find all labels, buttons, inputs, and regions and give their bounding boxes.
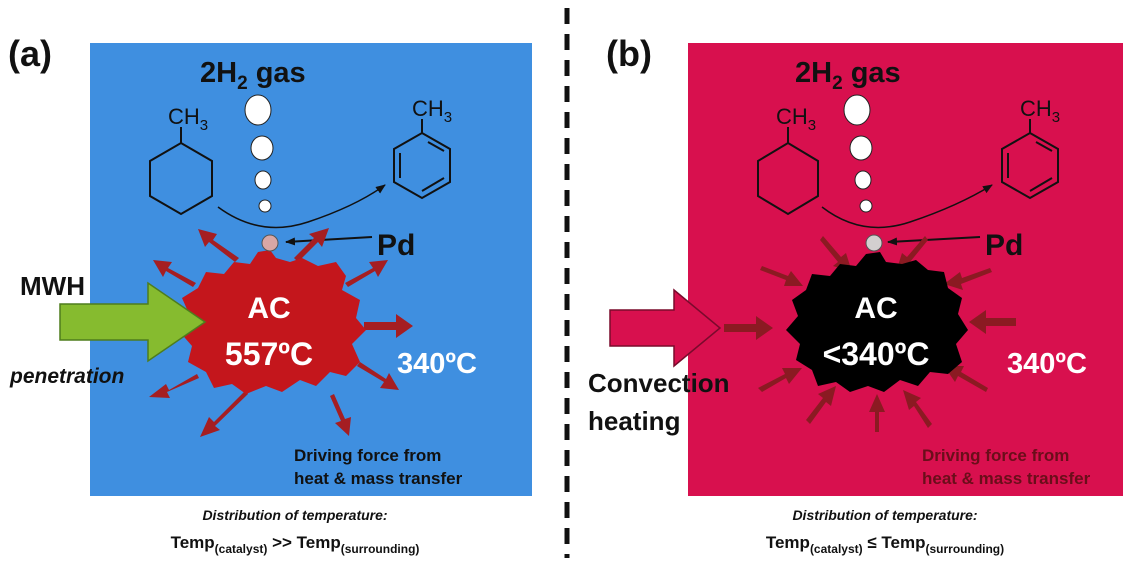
methyl-label: CH3 (412, 96, 452, 126)
panel-a: (a) 2H2 gas CH3 CH3 Pd (8, 33, 532, 556)
catalyst-label: AC (854, 292, 897, 325)
pd-particle (261, 234, 279, 252)
driving-force-label: Driving force from heat & mass transfer (294, 446, 463, 488)
heat-arrow (944, 268, 992, 290)
heat-arrow (760, 266, 803, 286)
caption-title: Distribution of temperature: (792, 507, 977, 523)
heat-arrows (149, 228, 413, 437)
methyl-label: CH3 (168, 104, 208, 134)
pd-particle (865, 234, 883, 252)
catalyst-temperature: <340ºC (823, 336, 930, 372)
heat-arrow (903, 390, 932, 428)
surrounding-temperature: 340ºC (1007, 348, 1087, 380)
gas-label: 2H2 gas (200, 57, 306, 94)
heat-arrow (294, 228, 329, 262)
heat-arrow (820, 236, 852, 272)
bubble (250, 135, 274, 161)
heat-arrow (896, 236, 928, 272)
methyl-label: CH3 (1020, 96, 1060, 126)
surrounding-temperature: 340ºC (397, 348, 477, 380)
gas-bubbles (843, 94, 873, 213)
methylcyclohexane (757, 127, 819, 216)
catalyst-temperature: 557ºC (225, 336, 313, 372)
heat-arrow (345, 260, 388, 287)
heat-arrow (806, 386, 836, 424)
pd-pointer (887, 236, 981, 246)
caption-relation: Temp(catalyst) >> Temp(surrounding) (171, 533, 420, 556)
driving-force-label: Driving force from heat & mass transfer (922, 446, 1091, 488)
convection-arrow (609, 288, 722, 368)
caption-title: Distribution of temperature: (202, 507, 387, 523)
toluene (1001, 119, 1059, 200)
heat-arrow (869, 394, 885, 432)
heat-arrow (198, 229, 239, 262)
bubble (843, 94, 871, 126)
catalyst-particle (178, 250, 366, 394)
catalyst-particle (786, 252, 968, 392)
pd-label: Pd (377, 229, 415, 262)
heat-arrow (969, 310, 1016, 334)
heat-arrows (724, 236, 1016, 432)
heat-arrow (364, 314, 413, 338)
methylcyclohexane (149, 127, 213, 216)
panel-b: (b) 2H2 gas CH3 CH3 Pd (588, 33, 1123, 556)
heat-arrow (944, 366, 988, 392)
mwh-label: MWH (20, 271, 85, 301)
bubble (258, 199, 272, 213)
gas-label: 2H2 gas (795, 57, 901, 94)
panel-b-label: (b) (606, 33, 652, 74)
heat-arrow (758, 368, 802, 392)
gas-bubbles (244, 94, 274, 213)
bubble (854, 170, 872, 190)
pd-label: Pd (985, 229, 1023, 262)
methyl-label: CH3 (776, 104, 816, 134)
penetration-label: penetration (9, 365, 124, 388)
toluene (393, 119, 451, 200)
pd-pointer (285, 236, 373, 246)
bubble (849, 135, 873, 161)
reaction-arrow (217, 184, 386, 229)
caption-relation: Temp(catalyst) ≤ Temp(surrounding) (766, 533, 1004, 556)
bubble (254, 170, 272, 190)
catalyst-label: AC (247, 292, 290, 325)
heat-arrow (330, 394, 351, 436)
bubble (244, 94, 272, 126)
mwh-arrow (59, 281, 207, 363)
bubble (859, 199, 873, 213)
heat-arrow (200, 390, 248, 437)
heat-arrow (724, 316, 773, 340)
heat-arrow (153, 260, 196, 287)
reaction-arrow (821, 184, 993, 229)
convection-label: Convection heating (588, 368, 737, 436)
heat-arrow (149, 374, 199, 398)
panel-a-label: (a) (8, 33, 52, 74)
heat-arrow (357, 362, 399, 390)
